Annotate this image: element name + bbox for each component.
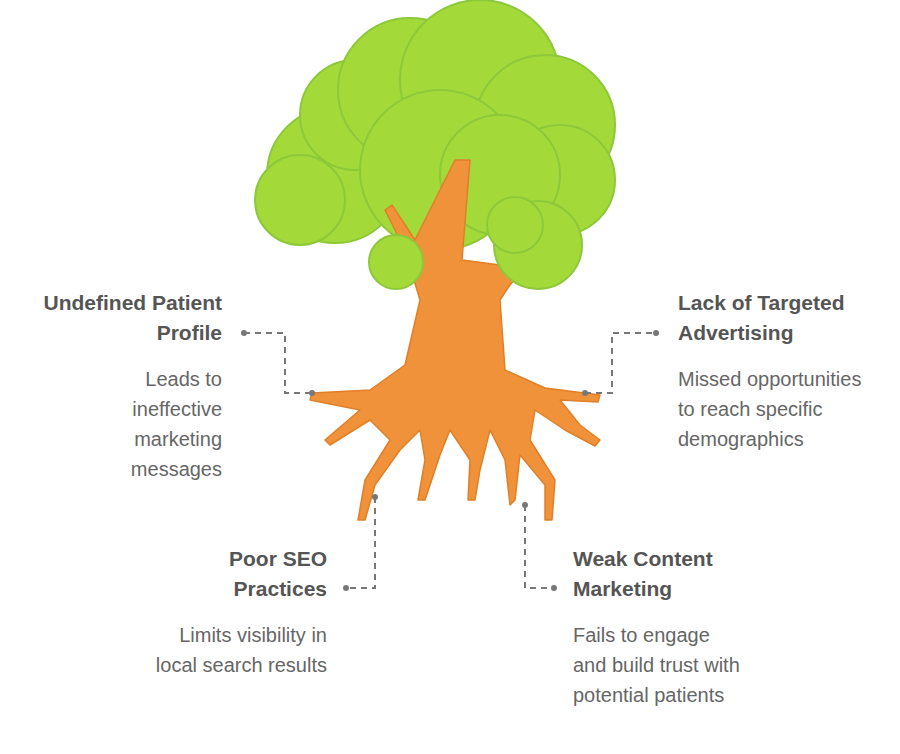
callout-heading: Undefined Patient Profile <box>7 288 222 348</box>
callout-heading: Weak Content Marketing <box>573 544 743 604</box>
callout-text: Fails to engage and build trust with pot… <box>573 620 748 710</box>
callout-text: Limits visibility in local search result… <box>147 620 327 680</box>
callout-heading: Poor SEO Practices <box>187 544 327 604</box>
callout-heading: Lack of Targeted Advertising <box>678 288 883 348</box>
callout-text: Leads to ineffective marketing messages <box>92 364 222 484</box>
callout-text: Missed opportunities to reach specific d… <box>678 364 873 454</box>
